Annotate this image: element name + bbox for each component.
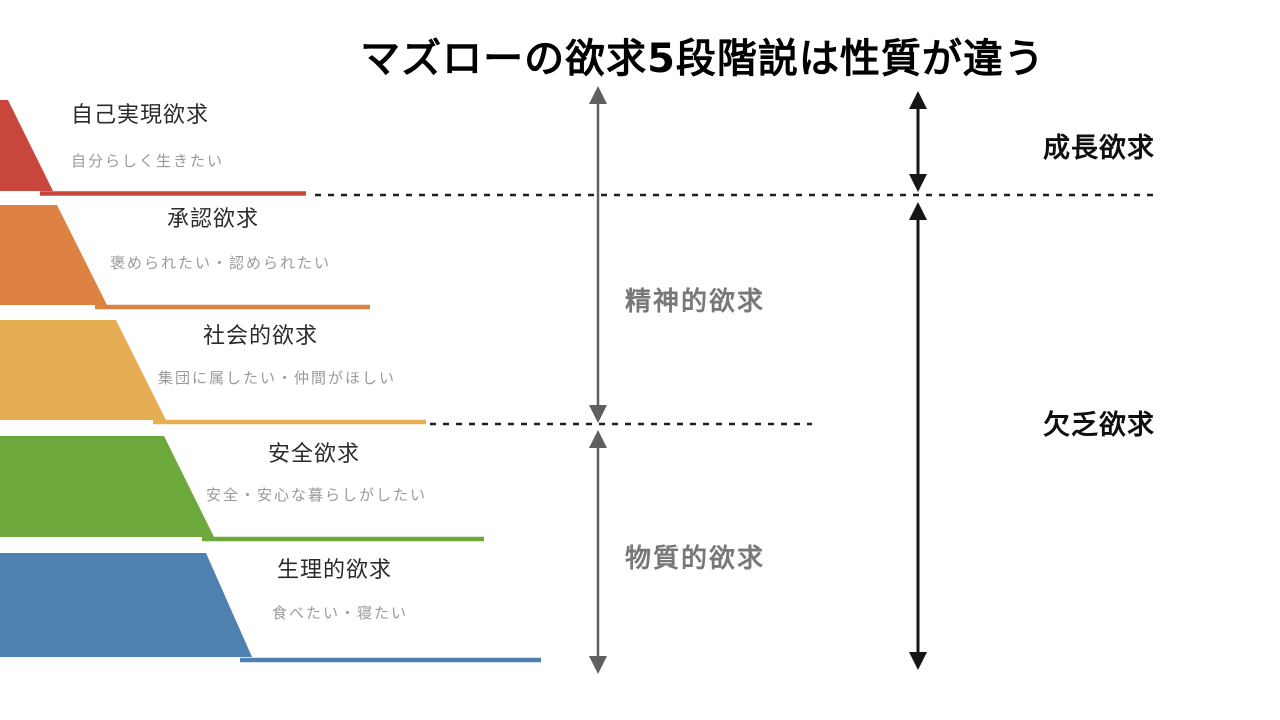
- material-needs-arrow-down-icon: [589, 656, 607, 674]
- growth-needs-arrow: [909, 91, 927, 192]
- pyramid-level-5: [0, 553, 541, 663]
- pyramid-level-1-band: [0, 100, 53, 191]
- level-4-name-label: 安全欲求: [268, 442, 361, 467]
- level-5-name-label: 生理的欲求: [277, 558, 393, 583]
- pyramid-level-1: [0, 100, 306, 196]
- level-1-desc-label: 自分らしく生きたい: [71, 152, 225, 170]
- pyramid-level-5-band: [0, 553, 252, 657]
- growth-needs-label: 成長欲求: [1043, 133, 1155, 164]
- deficiency-needs-arrow-up-icon: [909, 202, 927, 220]
- material-needs-arrow-up-icon: [589, 430, 607, 448]
- growth-needs-arrow-up-icon: [909, 91, 927, 109]
- level-2-name-label: 承認欲求: [167, 207, 260, 232]
- level-3-desc-label: 集団に属したい・仲間がほしい: [158, 369, 397, 387]
- pyramid-level-4: [0, 436, 484, 542]
- material-needs-label: 物質的欲求: [625, 544, 766, 574]
- pyramid-level-4-band: [0, 436, 214, 537]
- pyramid-level-2-band: [0, 205, 107, 305]
- pyramid-level-3-band: [0, 320, 166, 420]
- mental-needs-arrow-up-icon: [589, 86, 607, 104]
- level-2-desc-label: 褒められたい・認められたい: [110, 254, 332, 272]
- mental-needs-label: 精神的欲求: [625, 287, 766, 317]
- growth-needs-arrow-down-icon: [909, 174, 927, 192]
- pyramid-level-3: [0, 320, 426, 425]
- level-5-desc-label: 食べたい・寝たい: [272, 604, 409, 622]
- pyramid-level-2: [0, 205, 370, 310]
- slide-title: マズローの欲求5段階説は性質が違う: [360, 36, 1045, 82]
- level-1-name-label: 自己実現欲求: [71, 103, 210, 128]
- mental-needs-arrow-down-icon: [589, 405, 607, 423]
- deficiency-needs-arrow: [909, 202, 927, 670]
- mental-needs-arrow: [589, 86, 607, 423]
- material-needs-arrow: [589, 430, 607, 674]
- deficiency-needs-arrow-down-icon: [909, 652, 927, 670]
- level-3-name-label: 社会的欲求: [203, 324, 319, 349]
- level-4-desc-label: 安全・安心な暮らしがしたい: [206, 486, 428, 504]
- deficiency-needs-label: 欠乏欲求: [1043, 410, 1155, 441]
